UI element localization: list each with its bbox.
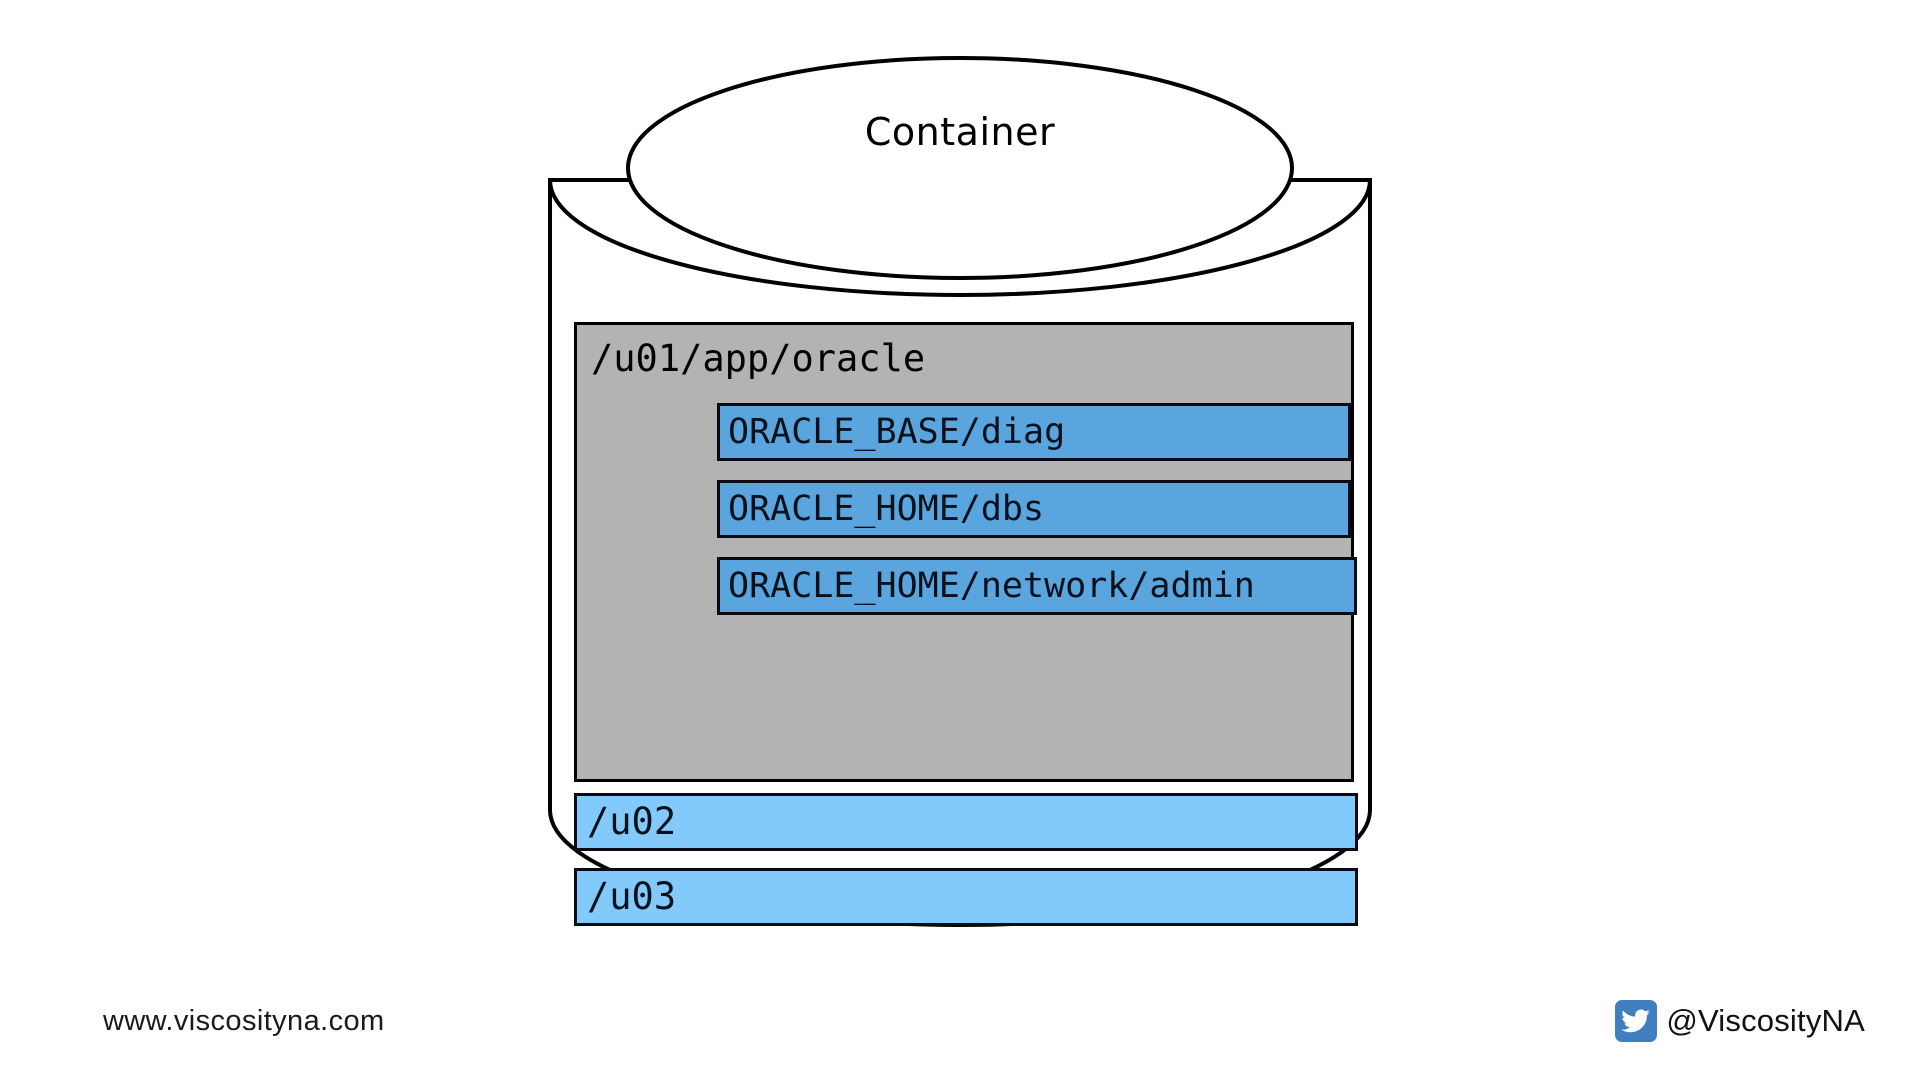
inner-path-label-network-admin: ORACLE_HOME/network/admin [728, 566, 1255, 606]
inner-path-label-diag: ORACLE_BASE/diag [728, 412, 1066, 452]
twitter-handle-label: @ViscosityNA [1666, 1003, 1865, 1038]
volume-label-u03: /u03 [587, 875, 677, 918]
volume-row-u02[interactable]: /u02 [574, 793, 1358, 851]
inner-path-row-network-admin[interactable]: ORACLE_HOME/network/admin [717, 557, 1357, 615]
oracle-base-block[interactable]: /u01/app/oracle ORACLE_BASE/diag ORACLE_… [574, 322, 1357, 782]
inner-path-label-dbs: ORACLE_HOME/dbs [728, 489, 1045, 529]
container-title: Container [864, 110, 1056, 154]
oracle-base-path-label: /u01/app/oracle [591, 337, 926, 380]
twitter-icon[interactable] [1615, 1000, 1658, 1042]
inner-path-row-diag[interactable]: ORACLE_BASE/diag [717, 403, 1351, 461]
volume-label-u02: /u02 [587, 800, 677, 843]
cylinder-top-ellipse [626, 56, 1294, 280]
cylinder-inner-rim [548, 179, 1372, 297]
inner-path-row-dbs[interactable]: ORACLE_HOME/dbs [717, 480, 1351, 538]
website-url: www.viscosityna.com [103, 1005, 385, 1037]
twitter-credit[interactable]: @ViscosityNA [1615, 1000, 1865, 1042]
volume-row-u03[interactable]: /u03 [574, 868, 1358, 926]
